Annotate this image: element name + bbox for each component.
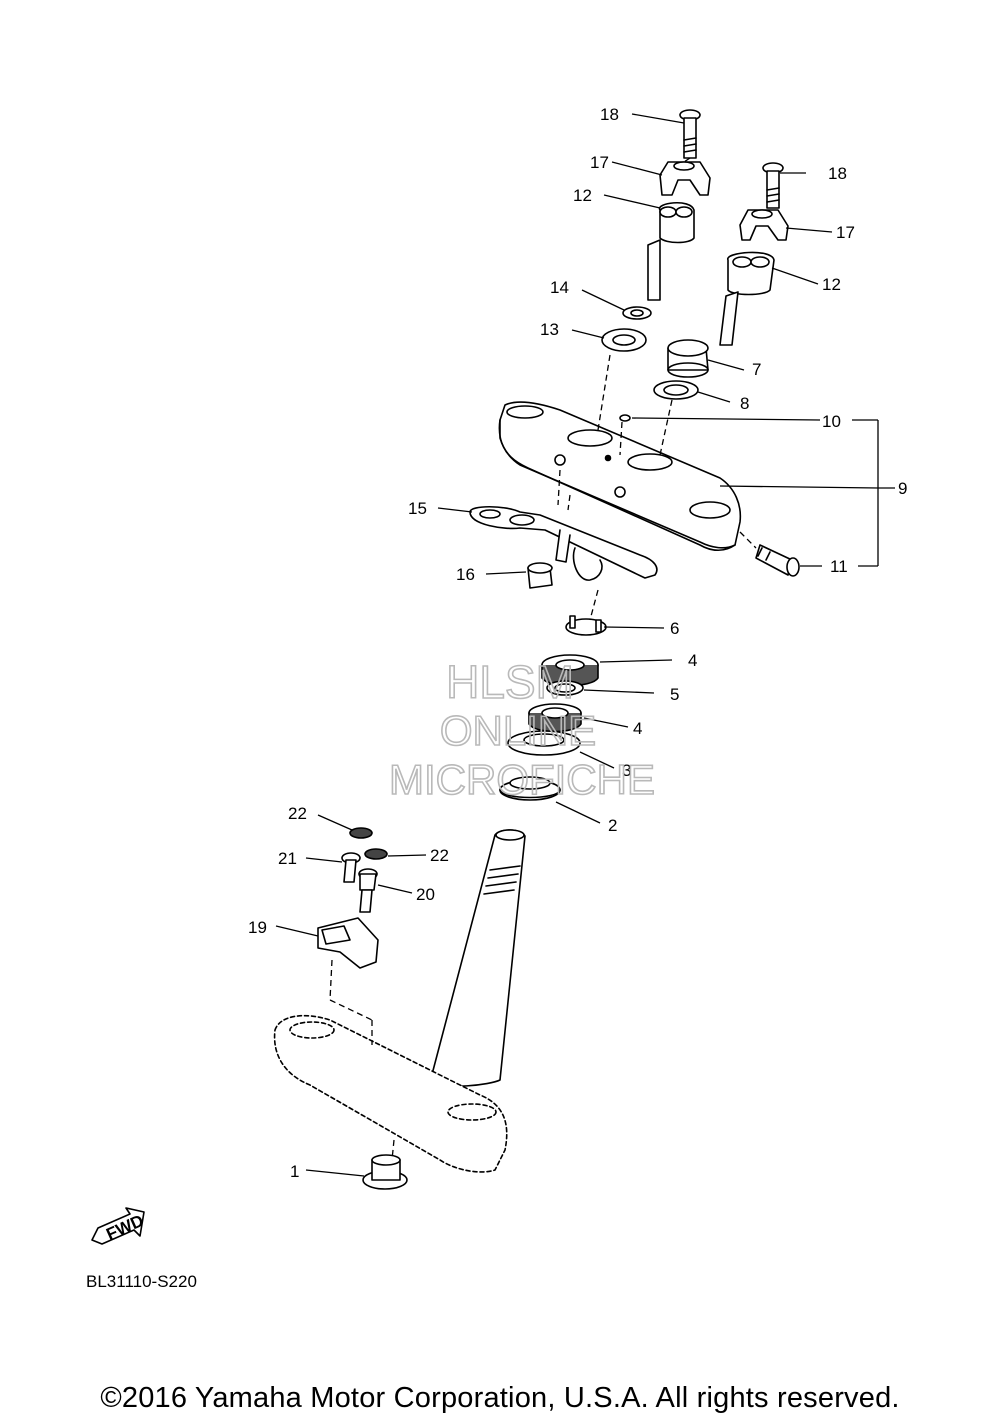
nut-part-16 (527, 562, 553, 589)
bolt-part-21 (341, 852, 361, 883)
callout-22-left: 22 (288, 804, 307, 823)
washer-part-8 (653, 380, 699, 400)
callout-18-right: 18 (828, 164, 847, 183)
reference-code: BL31110-S220 (86, 1272, 197, 1291)
callout-12-right: 12 (822, 275, 841, 294)
callout-6: 6 (670, 619, 679, 638)
callout-20: 20 (416, 885, 435, 904)
upper-bracket-part-9 (498, 401, 742, 552)
bolt-left-part-18 (679, 109, 701, 159)
lower-bracket (273, 1014, 508, 1173)
callout-8: 8 (740, 394, 749, 413)
ring-nut-upper-part-4 (541, 654, 599, 687)
leader-lines (275, 113, 895, 1177)
lock-washer-part-6 (565, 615, 607, 636)
callout-4-lower: 4 (633, 719, 642, 738)
holder-part-19 (317, 917, 379, 969)
callout-18-left: 18 (600, 105, 619, 124)
callout-4-upper: 4 (688, 651, 697, 670)
callout-21: 21 (278, 849, 297, 868)
bolt-right-part-18 (762, 162, 784, 209)
callout-15: 15 (408, 499, 427, 518)
callout-2: 2 (608, 816, 617, 835)
callout-14: 14 (550, 278, 569, 297)
watermark-line-2: ONLINE (440, 707, 596, 754)
upper-holder-left-part-17 (659, 161, 711, 196)
callout-labels: 18 17 12 14 13 18 17 12 7 8 10 9 11 15 1… (103, 105, 907, 1244)
callout-5: 5 (670, 685, 679, 704)
callout-19: 19 (248, 918, 267, 937)
callout-12-left: 12 (573, 186, 592, 205)
washer-part-5 (546, 680, 584, 696)
pin-part-10 (619, 414, 631, 422)
callout-13: 13 (540, 320, 559, 339)
washer-part-14 (622, 306, 652, 320)
steering-stem (429, 829, 526, 1087)
callout-11: 11 (830, 557, 848, 576)
copyright-notice: ©2016 Yamaha Motor Corporation, U.S.A. A… (100, 1382, 900, 1414)
callout-3: 3 (622, 761, 631, 780)
handle-holder-left-part-12 (647, 202, 695, 301)
cap-part-22b (364, 848, 388, 860)
callout-17-left: 17 (590, 153, 609, 172)
watermark-line-1: HLSM (446, 656, 574, 708)
callout-17-right: 17 (836, 223, 855, 242)
callout-10: 10 (822, 412, 841, 431)
bearing-part-2 (499, 776, 561, 801)
assembly-lines (329, 157, 757, 1161)
watermark-line-3: MICROFICHE (389, 756, 655, 803)
ring-nut-lower-part-4 (528, 703, 582, 733)
cap-part-22a (349, 827, 373, 839)
callout-7: 7 (752, 360, 761, 379)
damper-part-13 (601, 328, 647, 352)
bolt-part-11 (755, 544, 800, 577)
callout-22-right: 22 (430, 846, 449, 865)
bushing-part-1 (362, 1154, 408, 1190)
forward-arrow-icon (91, 1207, 145, 1245)
callout-1: 1 (290, 1162, 299, 1181)
cable-guide-part-15 (469, 505, 658, 581)
upper-holder-right-part-17 (739, 209, 789, 241)
callout-9: 9 (898, 479, 907, 498)
bolt-part-20 (358, 868, 378, 913)
bearing-cover-part-3 (507, 730, 581, 756)
watermark: HLSM ONLINE MICROFICHE (388, 655, 656, 804)
cap-nut-part-7 (667, 339, 709, 378)
callout-16: 16 (456, 565, 475, 584)
handle-holder-right-part-12 (719, 251, 775, 346)
